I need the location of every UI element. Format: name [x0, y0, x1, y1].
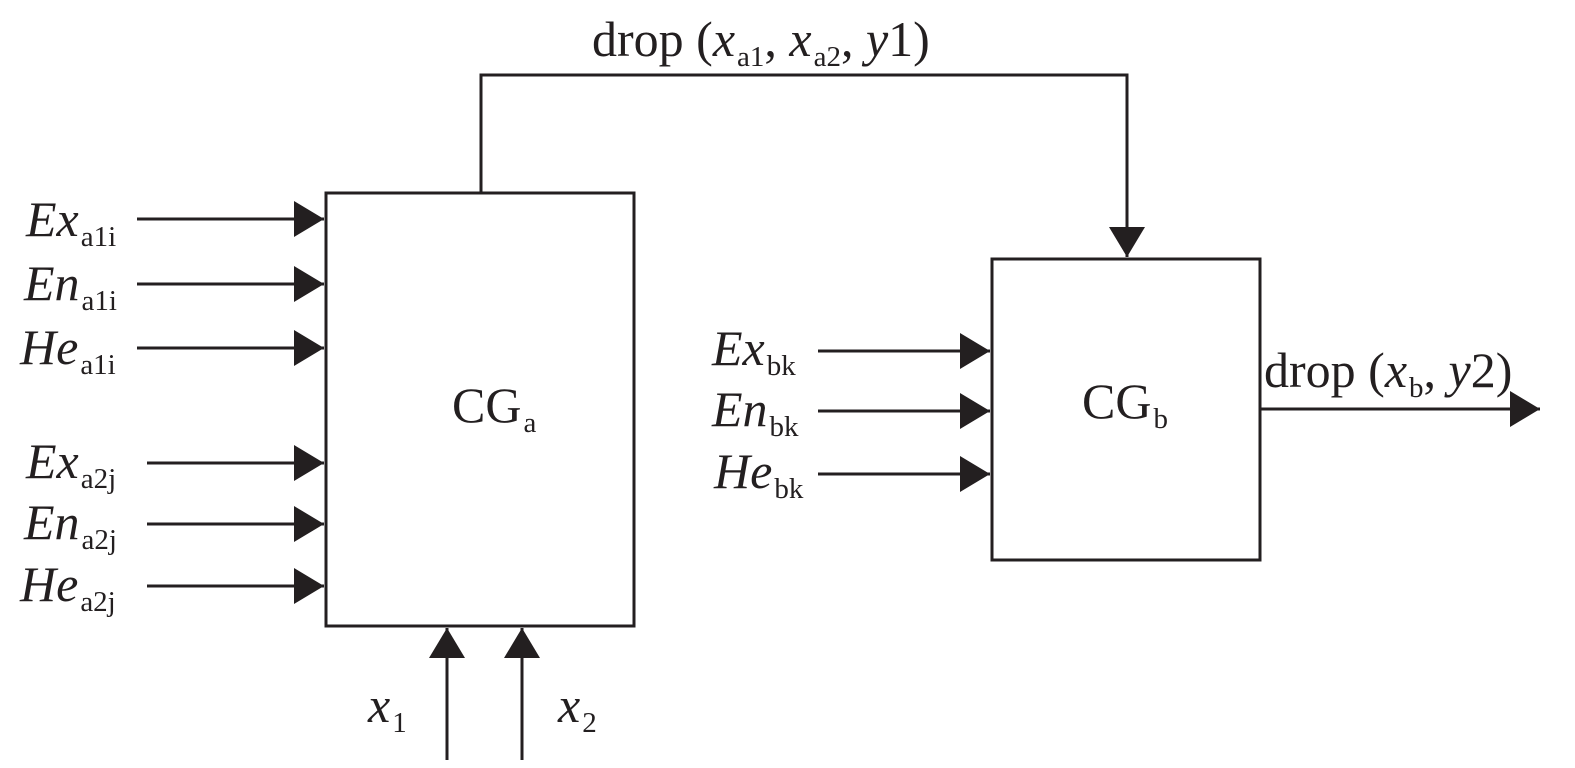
input-sub: a1i: [80, 221, 117, 253]
input-sub: a2j: [80, 586, 116, 618]
link-label-sep1: ,: [764, 11, 790, 67]
output-label-sep: ,: [1423, 342, 1449, 398]
input-sub: bk: [769, 411, 799, 443]
input-sym: En: [712, 381, 768, 437]
block-label-cg-b-sub: b: [1153, 403, 1168, 435]
input-sub: 1: [392, 707, 407, 739]
output-label: drop (xb, y2): [1264, 342, 1513, 403]
input-label-he-bk: Hebk: [714, 443, 803, 504]
block-label-cg-a: CGa: [452, 377, 536, 438]
input-label-en-bk: Enbk: [712, 381, 799, 442]
input-sym: He: [20, 319, 79, 375]
link-label-y: y: [865, 11, 889, 67]
block-label-cg-a-main: CG: [452, 377, 522, 433]
block-label-cg-a-sub: a: [523, 407, 537, 439]
block-label-cg-b-main: CG: [1082, 373, 1152, 429]
input-sym: x: [558, 677, 581, 733]
link-label: drop (xa1, xa2, y1): [592, 11, 930, 72]
input-sub: a2j: [81, 524, 117, 556]
input-label-ex-a2j: Exa2j: [26, 433, 116, 494]
input-sub: bk: [766, 350, 796, 382]
link-label-sep2: ,: [840, 11, 866, 67]
input-sym: x: [368, 677, 391, 733]
output-label-prefix: drop (: [1264, 342, 1385, 398]
input-label-x2: x2: [558, 677, 597, 738]
output-label-y-num: 2: [1470, 342, 1496, 398]
input-label-en-a1i: Ena1i: [24, 255, 117, 316]
input-sym: He: [20, 556, 79, 612]
input-sub: 2: [582, 707, 597, 739]
link-label-prefix: drop (: [592, 11, 713, 67]
input-label-ex-a1i: Exa1i: [26, 191, 116, 252]
input-sym: En: [24, 494, 80, 550]
link-label-x1: x: [712, 11, 736, 67]
input-label-en-a2j: Ena2j: [24, 494, 117, 555]
link-label-y-num: 1: [888, 11, 914, 67]
link-label-x2-sub: a2: [813, 41, 841, 73]
input-label-he-a2j: Hea2j: [20, 556, 116, 617]
input-sub: a1i: [80, 349, 116, 381]
input-sym: Ex: [712, 320, 765, 376]
link-label-suffix: ): [913, 11, 930, 67]
input-sub: bk: [774, 473, 804, 505]
input-sub: a2j: [80, 463, 117, 495]
input-sym: En: [24, 255, 80, 311]
output-label-y: y: [1448, 342, 1471, 398]
input-label-x1: x1: [368, 677, 407, 738]
link-label-x2: x: [789, 11, 812, 67]
output-label-x: x: [1384, 342, 1408, 398]
input-label-he-a1i: Hea1i: [20, 319, 116, 380]
input-sym: Ex: [26, 433, 79, 489]
arrow-link-a-to-b: [479, 73, 1145, 257]
input-sym: Ex: [26, 191, 79, 247]
input-sub: a1i: [81, 285, 117, 317]
block-label-cg-b: CGb: [1082, 373, 1168, 434]
input-label-ex-bk: Exbk: [712, 320, 796, 381]
output-label-suffix: ): [1495, 342, 1513, 398]
link-label-x1-sub: a1: [737, 41, 765, 73]
output-label-x-sub: b: [1409, 372, 1424, 404]
input-sym: He: [714, 443, 773, 499]
